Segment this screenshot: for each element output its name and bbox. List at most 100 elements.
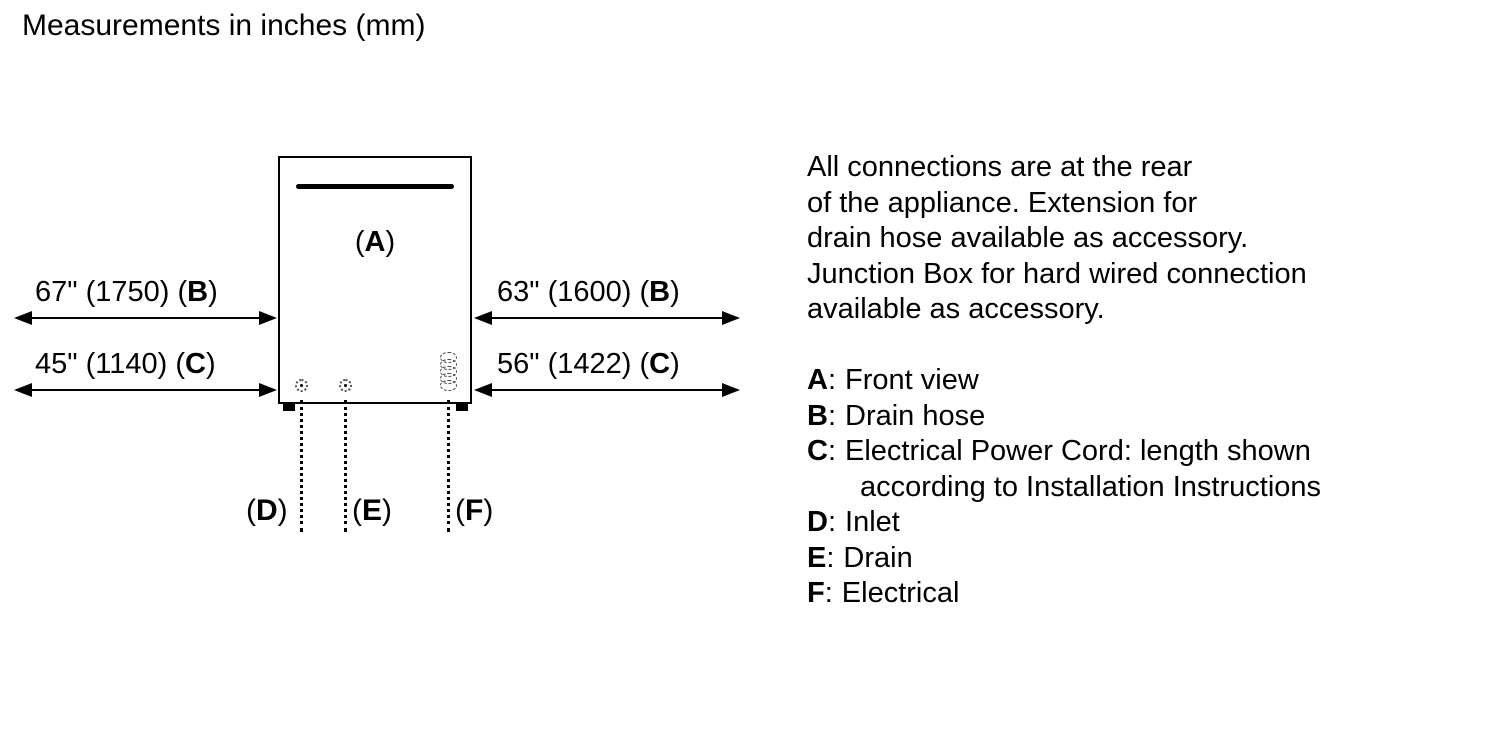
- legend-key: C: [807, 435, 828, 467]
- legend-item-drain-hose: B:Drain hose: [807, 399, 1447, 435]
- notes-line: available as accessory.: [807, 293, 1105, 325]
- dimension-ref: (B): [178, 276, 218, 308]
- legend-key: B: [807, 399, 828, 432]
- legend-text-continuation: according to Installation Instructions: [860, 470, 1322, 503]
- paren-close: ): [208, 276, 218, 308]
- arrowhead-right-icon: [259, 311, 277, 325]
- arrowhead-left-icon: [474, 383, 492, 397]
- power-cord-coil-icon: [440, 352, 457, 391]
- legend-colon: :: [827, 435, 837, 467]
- legend: A:Front view B:Drain hose C:Electrical P…: [807, 363, 1447, 612]
- legend-colon: :: [827, 399, 837, 432]
- dimension-ref: (C): [175, 348, 215, 380]
- legend-item-inlet: D:Inlet: [807, 505, 1447, 541]
- fitting-dot: [344, 384, 347, 387]
- arrow-shaft: [32, 317, 259, 319]
- fitting-dot: [300, 384, 303, 387]
- dimension-arrow-left-b: [14, 310, 277, 326]
- legend-text: Inlet: [845, 506, 900, 538]
- dimension-value: 67" (1750): [35, 276, 170, 308]
- arrowhead-right-icon: [722, 383, 740, 397]
- coil-loop: [440, 380, 457, 391]
- ref-letter: B: [649, 276, 671, 308]
- arrowhead-right-icon: [722, 311, 740, 325]
- dimension-ref: (B): [640, 276, 680, 308]
- notes-line: All connections are at the rear: [807, 151, 1193, 183]
- legend-key: D: [807, 506, 828, 538]
- legend-item-front-view: A:Front view: [807, 363, 1447, 399]
- ref-letter: B: [187, 276, 209, 308]
- front-view-ref: A: [364, 226, 386, 258]
- connector-label-drain: (E): [352, 494, 392, 528]
- leader-line-electrical: [447, 400, 450, 532]
- legend-text: Electrical Power Cord: length shown: [845, 435, 1311, 467]
- ref-letter: E: [362, 494, 383, 527]
- ref-letter: F: [465, 494, 484, 527]
- paren-open: (: [639, 348, 650, 380]
- appliance-foot-right: [456, 404, 468, 411]
- paren-open: (: [352, 494, 362, 527]
- legend-colon: :: [827, 364, 837, 396]
- dimension-label-left-c: 45" (1140) (C): [35, 348, 216, 380]
- paren-open: (: [455, 494, 465, 527]
- paren-open: (: [177, 276, 188, 308]
- arrowhead-left-icon: [14, 311, 32, 325]
- arrowhead-left-icon: [14, 383, 32, 397]
- paren-close: ): [382, 494, 393, 527]
- connection-notes: All connections are at the rear of the a…: [807, 150, 1307, 328]
- ref-letter: C: [649, 348, 671, 380]
- dimension-ref: (C): [640, 348, 680, 380]
- arrow-shaft: [32, 389, 259, 391]
- connector-label-electrical: (F): [455, 494, 493, 528]
- paren-open: (: [175, 348, 186, 380]
- page-title: Measurements in inches (mm): [22, 9, 426, 42]
- dimension-value: 45" (1140): [35, 348, 168, 380]
- notes-line: drain hose available as accessory.: [807, 222, 1249, 254]
- legend-text: Electrical: [841, 577, 960, 609]
- legend-colon: :: [824, 577, 833, 609]
- legend-item-drain: E:Drain: [807, 541, 1447, 577]
- paren-open: (: [639, 276, 650, 308]
- dimension-arrow-left-c: [14, 382, 277, 398]
- legend-colon: :: [827, 506, 837, 538]
- notes-line: of the appliance. Extension for: [807, 186, 1198, 219]
- legend-key: F: [807, 577, 825, 609]
- legend-text: Drain hose: [845, 399, 986, 432]
- paren-open: (: [354, 226, 365, 258]
- dimension-label-left-b: 67" (1750) (B): [35, 276, 218, 308]
- arrowhead-right-icon: [259, 383, 277, 397]
- dimension-label-right-b: 63" (1600) (B): [497, 276, 680, 308]
- appliance-foot-left: [283, 404, 295, 411]
- dimension-arrow-right-b: [474, 310, 740, 326]
- door-handle: [296, 184, 454, 189]
- dimension-value: 56" (1422): [497, 348, 632, 380]
- paren-close: ): [277, 494, 288, 527]
- ref-letter: C: [185, 348, 206, 380]
- leader-line-drain: [344, 400, 347, 532]
- arrow-shaft: [492, 389, 722, 391]
- leader-line-inlet: [300, 400, 303, 532]
- connector-label-inlet: (D): [246, 494, 288, 528]
- drain-fitting-icon: [339, 379, 352, 392]
- paren-close: ): [670, 276, 680, 308]
- notes-line: Junction Box for hard wired connection: [807, 257, 1307, 290]
- legend-item-electrical: F:Electrical: [807, 576, 1447, 612]
- inlet-fitting-icon: [295, 379, 308, 392]
- legend-key: E: [807, 541, 827, 574]
- legend-text: Drain: [843, 541, 913, 574]
- appliance-front-view: (A): [278, 156, 472, 404]
- arrowhead-left-icon: [474, 311, 492, 325]
- paren-open: (: [246, 494, 256, 527]
- arrow-shaft: [492, 317, 722, 319]
- legend-key: A: [807, 364, 828, 396]
- dimension-label-right-c: 56" (1422) (C): [497, 348, 680, 380]
- ref-letter: D: [256, 494, 278, 527]
- front-view-label: (A): [280, 226, 470, 259]
- paren-close: ): [483, 494, 494, 527]
- legend-colon: :: [826, 541, 835, 574]
- paren-close: ): [670, 348, 680, 380]
- paren-close: ): [205, 348, 216, 380]
- dimension-value: 63" (1600): [497, 276, 632, 308]
